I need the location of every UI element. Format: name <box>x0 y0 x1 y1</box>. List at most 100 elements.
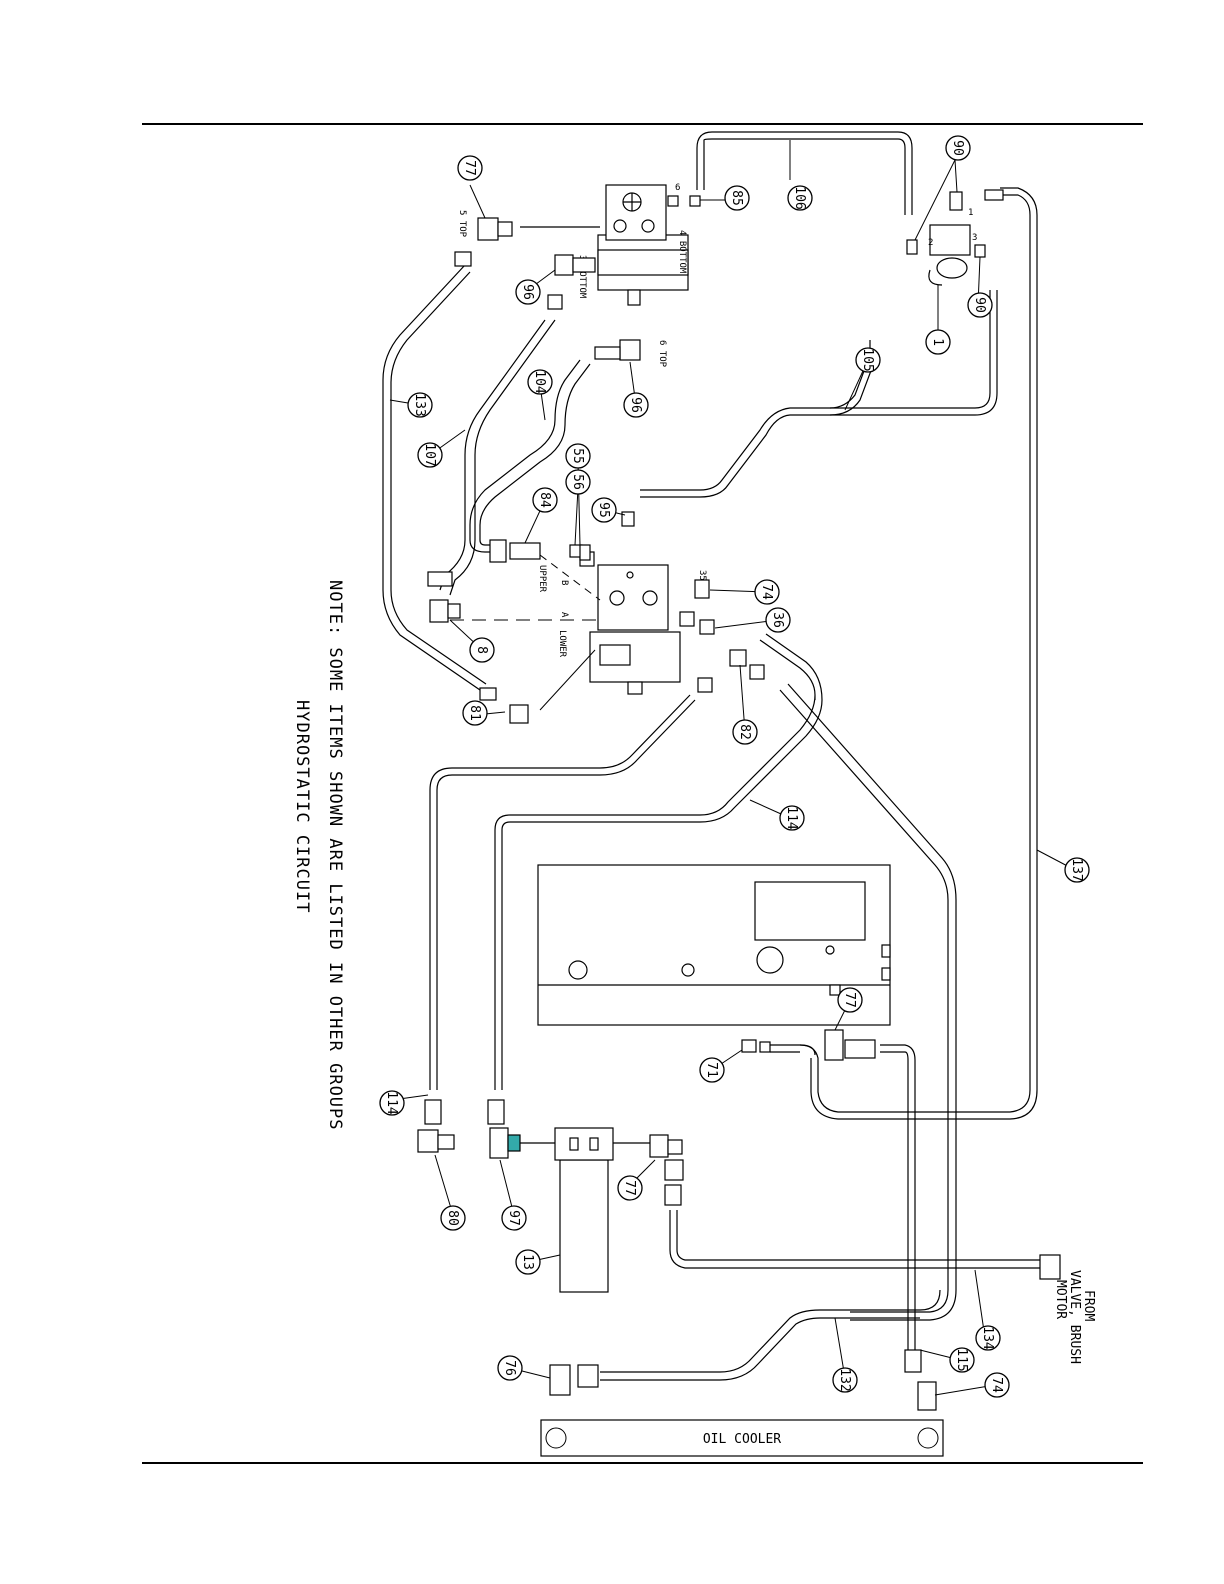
callout-number: 90 <box>972 297 987 313</box>
valve-port-b: B <box>559 580 569 585</box>
hose-134a <box>670 1210 1040 1268</box>
callout-c105: 105 <box>856 348 880 372</box>
callout-c77b: 77 <box>838 988 862 1012</box>
callout-number: 74 <box>759 584 774 600</box>
callout-c107: 107 <box>418 443 442 467</box>
callout-number: 71 <box>704 1062 719 1078</box>
callout-number: 55 <box>570 448 585 464</box>
note-line-1: NOTE: SOME ITEMS SHOWN ARE LISTED IN OTH… <box>325 580 345 1131</box>
callout-c114b: 114 <box>380 1091 404 1115</box>
callout-number: 134 <box>980 1326 995 1350</box>
callout-number: 76 <box>502 1360 517 1376</box>
callout-number: 133 <box>412 393 427 416</box>
callout-c74a: 74 <box>755 580 779 604</box>
callout-c81: 81 <box>463 701 487 725</box>
hose-115b <box>880 1052 908 1350</box>
callout-number: 81 <box>467 705 482 721</box>
callout-c36: 36 <box>766 608 790 632</box>
callout-number: 97 <box>506 1210 521 1226</box>
hose-115a <box>880 1045 915 1350</box>
callout-c8: 8 <box>470 638 494 662</box>
callout-c77c: 77 <box>618 1176 642 1200</box>
callout-c1: 1 <box>926 330 950 354</box>
callout-c104: 104 <box>528 370 552 394</box>
callout-c90b: 90 <box>968 293 992 317</box>
callout-number: 84 <box>537 492 552 508</box>
callout-number: 77 <box>622 1180 637 1196</box>
callout-number: 74 <box>989 1377 1004 1393</box>
callout-number: 85 <box>729 190 744 206</box>
callout-c90a: 90 <box>946 136 970 160</box>
callout-number: 137 <box>1069 858 1084 881</box>
valve-port-2: 2 <box>928 238 933 248</box>
callout-number: 36 <box>770 612 785 628</box>
callout-c84: 84 <box>533 488 557 512</box>
callout-number: 95 <box>596 502 611 518</box>
callout-number: 82 <box>737 724 752 740</box>
callout-c137: 137 <box>1065 858 1089 882</box>
callout-number: 13 <box>520 1254 535 1270</box>
callout-number: 114 <box>784 806 799 830</box>
callout-c115: 115 <box>950 1348 974 1372</box>
oil-cooler-label: OIL COOLER <box>703 1432 781 1447</box>
hose-105b <box>640 360 875 497</box>
hydraulic-filter <box>555 1128 613 1292</box>
callout-c134: 134 <box>976 1326 1000 1350</box>
callout-number: 106 <box>792 186 807 209</box>
valve-port-upper: UPPER <box>537 565 547 593</box>
solenoid-valve <box>907 190 1003 285</box>
from-line-3: MOTOR <box>1053 1280 1068 1319</box>
callout-c13: 13 <box>516 1250 540 1274</box>
hydraulic-tank <box>538 865 890 1025</box>
callout-number: 77 <box>842 992 857 1008</box>
callout-c133a: 133 <box>408 393 432 417</box>
callout-c80: 80 <box>441 1206 465 1230</box>
callout-number: 80 <box>445 1210 460 1226</box>
callout-c96b: 96 <box>624 393 648 417</box>
callout-c95: 95 <box>592 498 616 522</box>
callout-number: 77 <box>462 160 477 176</box>
callout-c82: 82 <box>733 720 757 744</box>
oil-cooler: OIL COOLER <box>541 1420 943 1456</box>
callout-c114a: 114 <box>780 806 804 830</box>
pump-port-6: 6 <box>675 183 680 193</box>
hydrostatic-pump <box>520 185 688 305</box>
hose-104a <box>470 360 580 552</box>
pump-port-6-top: 6 TOP <box>657 340 667 368</box>
callout-c76: 76 <box>498 1356 522 1380</box>
callout-number: 115 <box>954 1348 969 1371</box>
note-text: NOTE: SOME ITEMS SHOWN ARE LISTED IN OTH… <box>325 580 345 1131</box>
callout-number: 107 <box>422 443 437 466</box>
callout-c56: 56 <box>566 470 590 494</box>
callout-number: 96 <box>628 397 643 413</box>
callout-number: 114 <box>384 1091 399 1115</box>
callout-c132: 132 <box>833 1368 857 1392</box>
callout-number: 96 <box>520 284 535 300</box>
valve-fittings <box>428 512 764 723</box>
callout-c71: 71 <box>700 1058 724 1082</box>
valve-port-3: 3 <box>972 233 977 243</box>
callout-number: 105 <box>860 348 875 371</box>
callout-number: 90 <box>950 140 965 156</box>
title-text: HYDROSTATIC CIRCUIT <box>292 700 312 913</box>
hose-105a <box>640 355 870 490</box>
callout-c97: 97 <box>502 1206 526 1230</box>
callout-number: 56 <box>570 474 585 490</box>
callout-number: 104 <box>532 370 547 394</box>
callout-number: 8 <box>474 646 489 654</box>
callout-number: 132 <box>837 1368 852 1391</box>
from-valve-label: FROM VALVE, BRUSH MOTOR <box>1053 1270 1096 1364</box>
hose-134b <box>677 1210 1040 1260</box>
callout-c96: 96 <box>516 280 540 304</box>
callout-c85: 85 <box>725 186 749 210</box>
callout-c106: 106 <box>788 186 812 210</box>
valve-port-35: 35 <box>697 570 707 581</box>
pump-port-4-bottom: 4 BOTTOM <box>677 230 687 274</box>
pump-port-5-top: 5 TOP <box>457 210 467 238</box>
hoses <box>383 132 1040 1380</box>
valve-port-a: A <box>559 612 569 618</box>
callout-c77a: 77 <box>458 156 482 180</box>
